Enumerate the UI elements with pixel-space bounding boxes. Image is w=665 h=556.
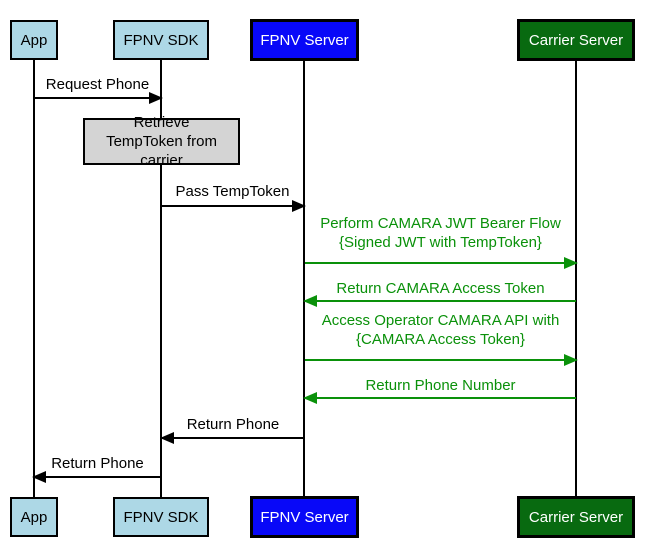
message-line-1: Perform CAMARA JWT Bearer Flow	[320, 215, 561, 232]
actor-fpnv-sdk-bottom: FPNV SDK	[113, 497, 209, 537]
actor-carrier-server-bottom: Carrier Server	[517, 496, 635, 538]
arrow-access-operator-api	[305, 354, 578, 366]
arrow-return-phone-to-app	[32, 471, 161, 483]
message-label-jwt-bearer-flow: Perform CAMARA JWT Bearer Flow {Signed J…	[305, 214, 576, 252]
actor-fpnv-server-top: FPNV Server	[250, 19, 359, 61]
lifeline-carrier-server	[575, 60, 577, 497]
message-line-1: Access Operator CAMARA API with	[321, 312, 560, 329]
actor-fpnv-sdk-top: FPNV SDK	[113, 20, 209, 60]
arrow-return-phone-to-sdk	[160, 432, 304, 444]
message-label-return-phone-to-app: Return Phone	[51, 455, 144, 472]
actor-carrier-server-top: Carrier Server	[517, 19, 635, 61]
arrow-pass-temptoken	[161, 200, 306, 212]
arrow-return-phone-number	[303, 392, 576, 404]
lifeline-fpnv-sdk	[160, 60, 162, 497]
arrow-return-access-token	[303, 295, 576, 307]
message-label-return-access-token: Return CAMARA Access Token	[336, 280, 545, 297]
note-label: Retrieve TempToken from carrier	[106, 114, 217, 169]
actor-fpnv-server-bottom: FPNV Server	[250, 496, 359, 538]
message-label-pass-temptoken: Pass TempToken	[175, 183, 290, 200]
lifeline-app	[33, 60, 35, 497]
arrow-request-phone	[34, 92, 163, 104]
lifeline-fpnv-server	[303, 60, 305, 497]
actor-app-bottom: App	[10, 497, 58, 537]
message-line-2: {CAMARA Access Token}	[356, 331, 525, 348]
message-label-return-phone-to-sdk: Return Phone	[186, 416, 280, 433]
message-label-return-phone-number: Return Phone Number	[365, 377, 516, 394]
message-label-request-phone: Request Phone	[45, 76, 150, 93]
note-retrieve-temptoken: Retrieve TempToken from carrier	[83, 114, 240, 169]
arrow-jwt-bearer-flow	[305, 257, 578, 269]
message-label-access-operator-api: Access Operator CAMARA API with {CAMARA …	[305, 311, 576, 349]
message-line-2: {Signed JWT with TempToken}	[339, 234, 542, 251]
actor-app-top: App	[10, 20, 58, 60]
